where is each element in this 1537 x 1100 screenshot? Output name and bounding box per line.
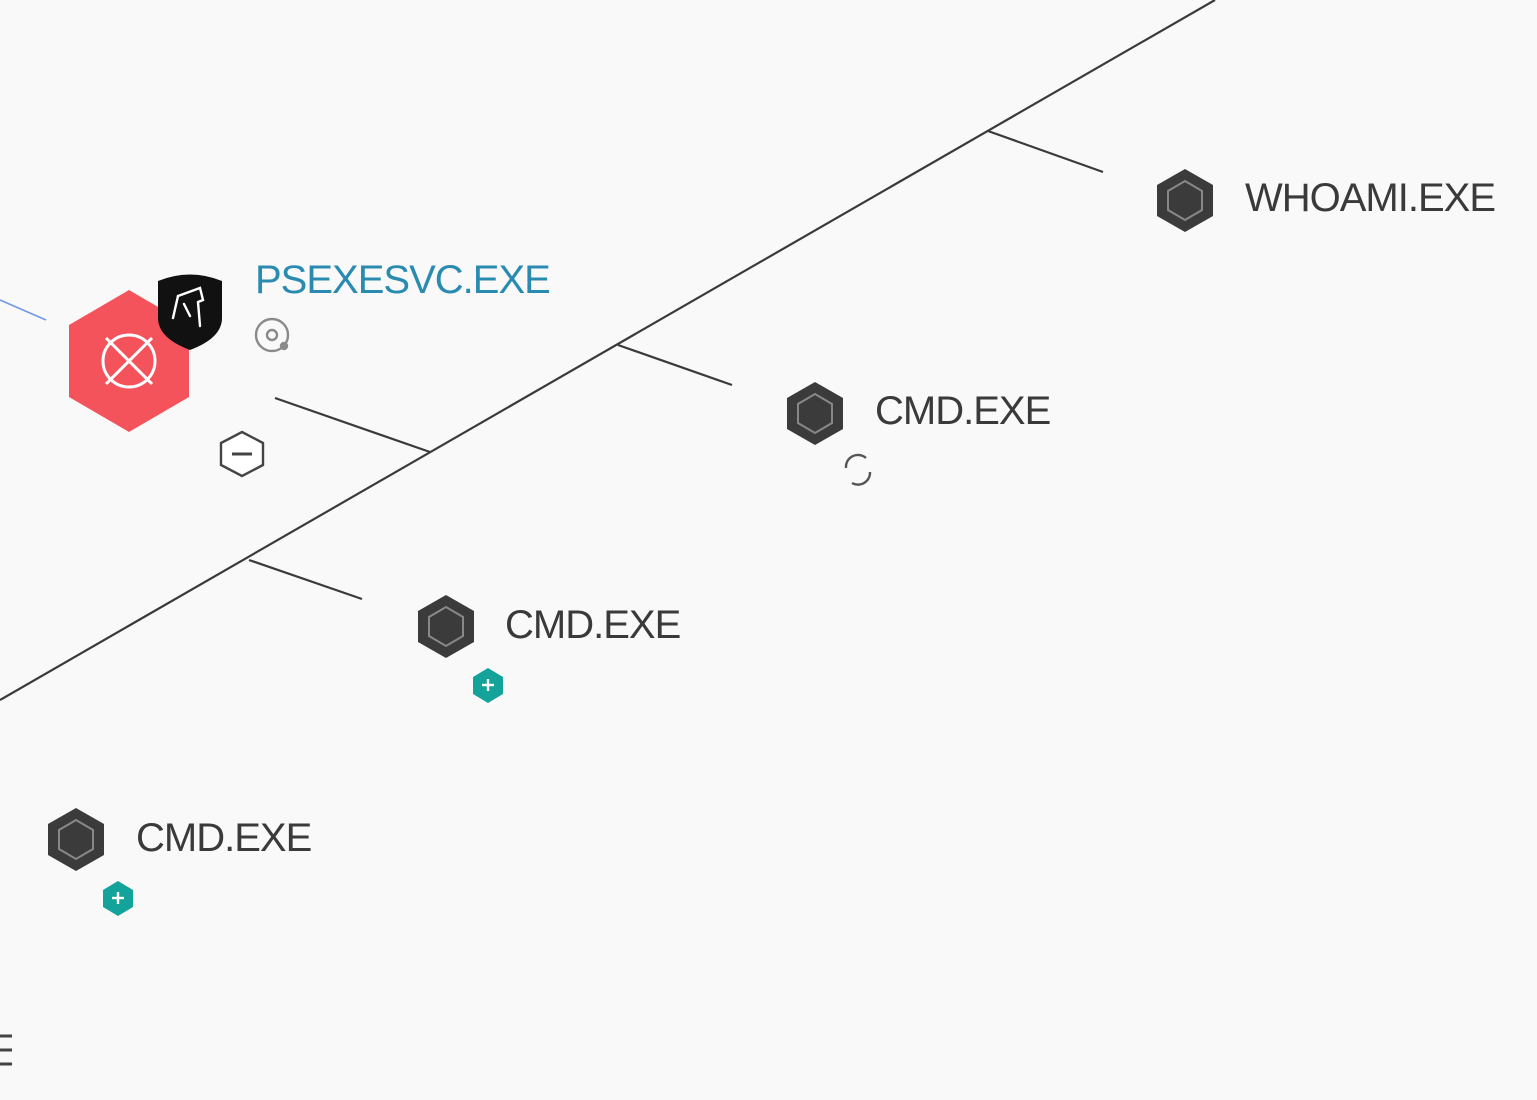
loading-spinner-icon [844,453,872,486]
cmd-process-label-2[interactable]: CMD.EXE [505,603,681,647]
whoami-process-node[interactable] [1157,169,1213,232]
cmd-process-node-1[interactable] [787,382,843,445]
inbound-edge [0,299,47,321]
offscreen-node-fragment [0,1034,12,1066]
whoami-process-label[interactable]: WHOAMI.EXE [1245,176,1496,220]
edge-branch-cmd-1 [617,343,733,387]
root-process-label[interactable]: PSEXESVC.EXE [255,258,551,302]
target-crosshair-icon [101,333,157,389]
expand-plus-icon[interactable] [473,668,503,703]
cmd-process-node-3[interactable] [48,808,104,871]
cmd-process-node-2[interactable] [418,595,474,658]
network-target-icon[interactable] [254,317,290,353]
edge-branch-whoami [987,129,1104,174]
edge-root-branch [274,396,431,454]
alert-shield-icon[interactable] [158,274,222,351]
edge-branch-cmd-2 [248,558,363,601]
root-process-node[interactable] [69,290,189,432]
cmd-process-label-1[interactable]: CMD.EXE [875,389,1051,433]
collapse-minus-icon[interactable] [219,430,265,478]
cmd-process-label-3[interactable]: CMD.EXE [136,816,312,860]
edge-trunk [0,0,1216,701]
expand-plus-icon[interactable] [103,881,133,916]
